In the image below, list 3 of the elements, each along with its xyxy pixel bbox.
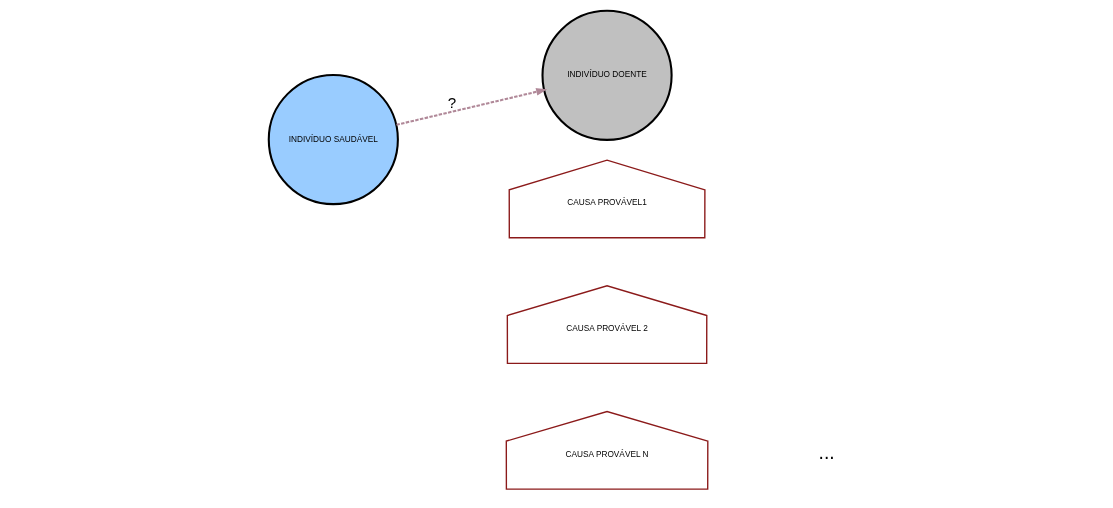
edge-label: ? xyxy=(447,93,456,111)
label: ... xyxy=(818,442,835,464)
arrow xyxy=(395,88,547,126)
